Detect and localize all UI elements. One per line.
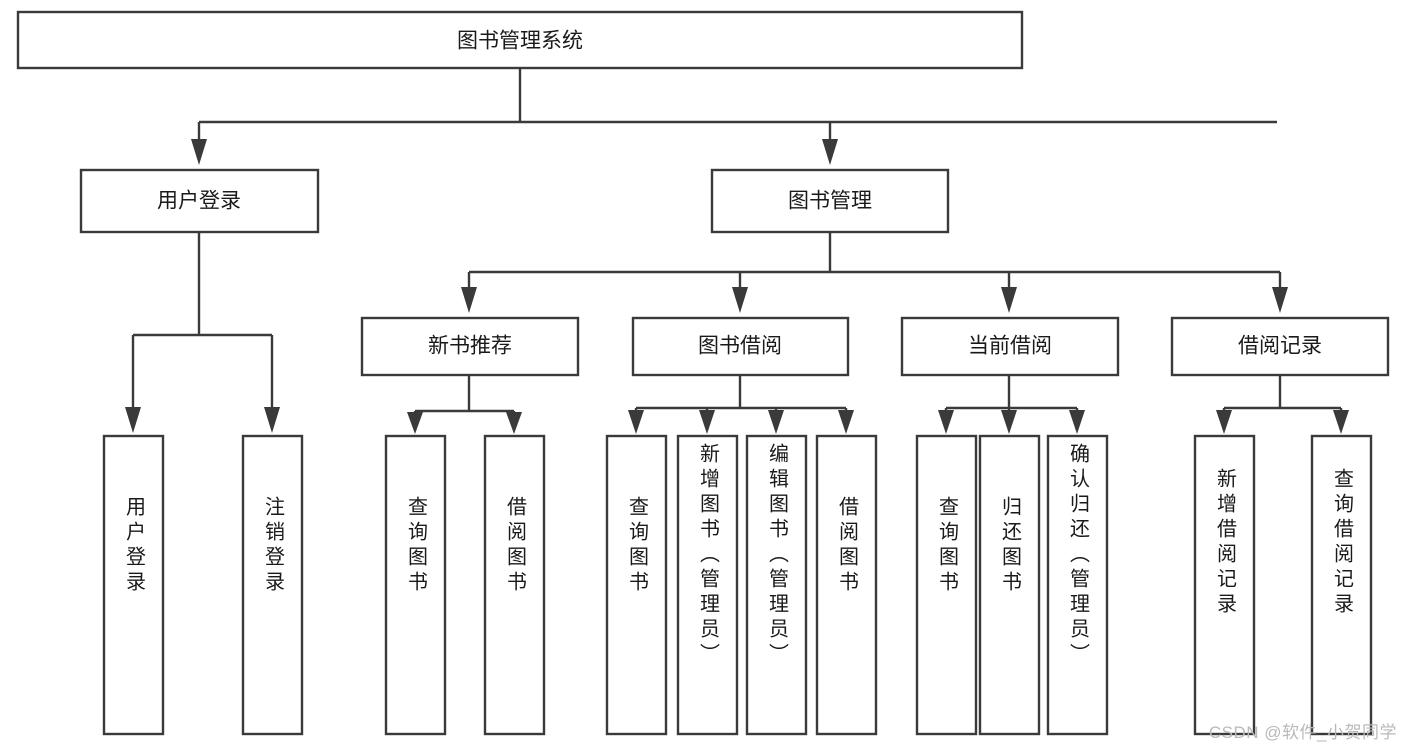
- node-current-borrow-label: 当前借阅: [968, 335, 1052, 358]
- leaf-box-book-borrow-0[interactable]: [605, 434, 668, 736]
- node-book-management-label: 图书管理: [788, 190, 872, 213]
- node-book-management[interactable]: 图书管理: [710, 168, 950, 234]
- connector-currentborrow-to-leaves: [938, 375, 1085, 434]
- leaf-box-current-borrow-2[interactable]: [1046, 434, 1109, 736]
- leaf-box-borrow-record-0[interactable]: [1193, 434, 1256, 736]
- node-root-label: 图书管理系统: [457, 30, 583, 53]
- leaf-box-new-book-1[interactable]: [483, 434, 546, 736]
- node-root[interactable]: 图书管理系统: [16, 10, 1024, 70]
- node-book-borrow[interactable]: 图书借阅: [631, 316, 850, 377]
- leaf-box-book-borrow-1[interactable]: [676, 434, 739, 736]
- connector-userlogin-to-leaves: [125, 232, 280, 433]
- leaf-box-book-borrow-3[interactable]: [815, 434, 878, 736]
- connector-root-to-level2: [191, 68, 1277, 165]
- leaf-box-new-book-0[interactable]: [384, 434, 447, 736]
- node-book-borrow-label: 图书借阅: [698, 335, 782, 358]
- leaf-box-current-borrow-0[interactable]: [915, 434, 978, 736]
- leaf-box-book-borrow-2[interactable]: [745, 434, 808, 736]
- node-user-login[interactable]: 用户登录: [79, 168, 320, 234]
- node-user-login-label: 用户登录: [157, 190, 241, 213]
- leaf-box-borrow-record-1[interactable]: [1310, 434, 1373, 736]
- connector-newbook-to-leaves: [407, 375, 522, 434]
- connector-borrowrecord-to-leaves: [1216, 375, 1349, 434]
- node-borrow-record-label: 借阅记录: [1238, 335, 1322, 358]
- connector-bookmgmt-to-level3: [461, 232, 1288, 313]
- node-new-book-recommend-label: 新书推荐: [428, 335, 512, 358]
- leaf-box-user-login-1[interactable]: [241, 434, 304, 736]
- leaf-box-user-login-0[interactable]: [102, 434, 165, 736]
- node-new-book-recommend[interactable]: 新书推荐: [360, 316, 580, 377]
- connector-bookborrow-to-leaves: [628, 375, 854, 434]
- node-borrow-record[interactable]: 借阅记录: [1170, 316, 1390, 377]
- node-current-borrow[interactable]: 当前借阅: [900, 316, 1120, 377]
- leaf-box-current-borrow-1[interactable]: [978, 434, 1041, 736]
